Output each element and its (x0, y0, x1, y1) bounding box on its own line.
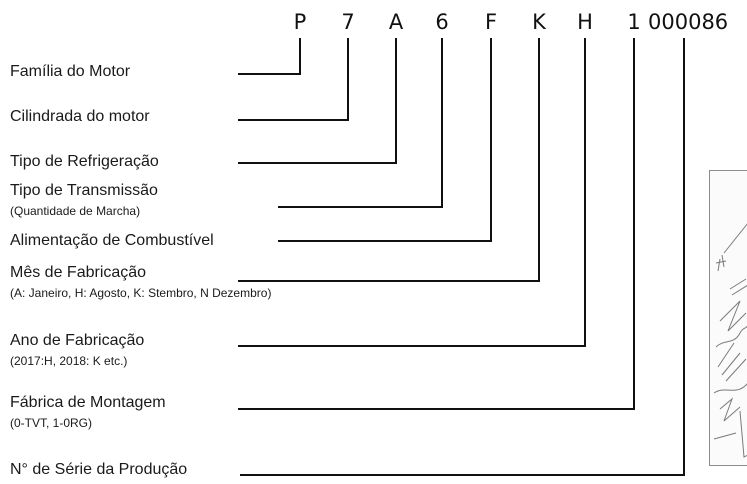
code-char-fuel: F (484, 10, 498, 34)
code-char-plant: 1 (627, 10, 641, 34)
sub-assembly-plant: (0-TVT, 1-0RG) (10, 416, 93, 430)
leader-line-cooling (238, 38, 397, 164)
leader-line-month (238, 38, 540, 282)
label-cooling-type: Tipo de Refrigeração (10, 153, 159, 170)
label-transmission-type: Tipo de Transmissão (10, 182, 158, 199)
code-char-transmission: 6 (435, 10, 449, 34)
code-char-displacement: 7 (341, 10, 355, 34)
label-fuel-feed: Alimentação de Combustível (10, 232, 214, 249)
code-char-cooling: A (388, 10, 404, 34)
leader-line-transmission (278, 38, 443, 208)
label-engine-family: Família do Motor (10, 63, 131, 80)
leader-line-fuel (278, 38, 492, 242)
label-manufacturing-year: Ano de Fabricação (10, 332, 145, 349)
label-assembly-plant: Fábrica de Montagem (10, 394, 166, 411)
code-char-family: P (293, 10, 307, 34)
leader-line-plant (238, 38, 635, 410)
sub-manufacturing-year: (2017:H, 2018: K etc.) (10, 354, 128, 368)
sub-manufacturing-month: (A: Janeiro, H: Agosto, K: Stembro, N De… (10, 286, 272, 300)
engine-stamp-sketch (713, 223, 747, 458)
label-engine-displacement: Cilindrada do motor (10, 108, 150, 125)
label-manufacturing-month: Mês de Fabricação (10, 264, 147, 281)
leader-line-year (238, 38, 586, 347)
leader-line-displacement (238, 38, 349, 121)
leader-line-family (238, 38, 301, 75)
engine-stamp-photo (709, 170, 747, 466)
code-char-month: K (532, 10, 546, 34)
code-serial-number: 000086 (648, 10, 729, 34)
leader-line-serial (240, 38, 685, 476)
sub-transmission-type: (Quantidade de Marcha) (10, 204, 141, 218)
label-serial-production: N° de Série da Produção (10, 461, 188, 478)
code-char-year: H (577, 10, 593, 34)
